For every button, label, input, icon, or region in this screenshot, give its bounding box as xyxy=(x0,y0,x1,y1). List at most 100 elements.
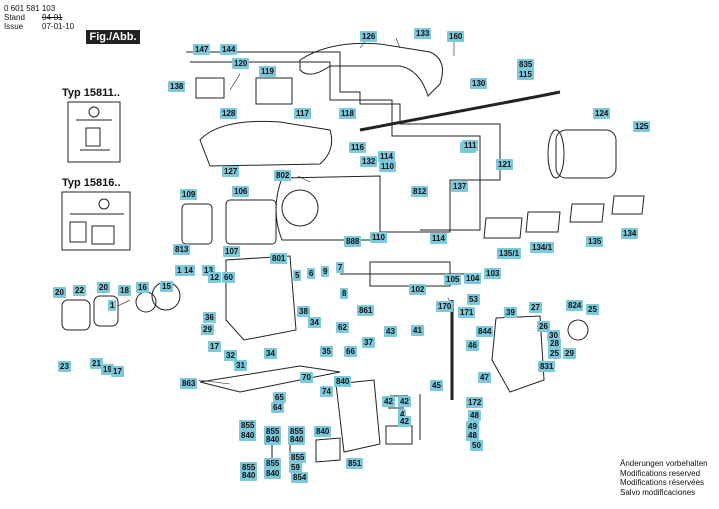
part-label: 855 xyxy=(239,420,257,431)
base-plate xyxy=(199,365,341,393)
part-label: 835 xyxy=(517,59,535,70)
part-label: 109 xyxy=(180,189,198,200)
part-label: 65 xyxy=(273,392,286,403)
part-label: 170 xyxy=(436,301,454,312)
part-label: 9 xyxy=(321,266,330,277)
switch-block xyxy=(195,77,225,99)
part-label: 27 xyxy=(529,302,542,313)
part-label: 50 xyxy=(470,440,483,451)
motor-cylinder xyxy=(555,129,617,179)
part-label: 35 xyxy=(320,346,333,357)
part-label: 110 xyxy=(379,161,396,172)
stand-value: 94-01 xyxy=(42,13,63,22)
part-label: 42 xyxy=(398,416,411,427)
side-cover xyxy=(61,299,91,331)
part-label: 812 xyxy=(411,186,429,197)
part-label: 135 xyxy=(586,236,604,247)
part-label: 20 xyxy=(53,287,66,298)
part-label: 824 xyxy=(566,300,584,311)
part-label: 4 xyxy=(398,409,407,420)
part-label: 133 xyxy=(414,28,432,39)
part-label: 12 xyxy=(208,272,221,283)
wiring-schematic-2 xyxy=(61,191,131,251)
motor-housing xyxy=(275,175,381,241)
part-label: 132 xyxy=(360,156,378,167)
part-label: 70 xyxy=(300,372,313,383)
part-label: 117 xyxy=(294,108,311,119)
handle-outline xyxy=(299,42,443,97)
part-label: 104 xyxy=(464,273,482,284)
part-label: 118 xyxy=(339,108,356,119)
part-label: 60 xyxy=(222,272,235,283)
part-label: 160 xyxy=(447,31,465,42)
part-label: 855 xyxy=(264,426,282,437)
part-label: 840 xyxy=(264,434,282,445)
part-label: 105 xyxy=(444,274,462,285)
part-label: 13 xyxy=(202,265,215,276)
part-label: 106 xyxy=(232,186,250,197)
part-label: 28 xyxy=(548,338,561,349)
part-label: 854 xyxy=(291,472,309,483)
part-label: 5 xyxy=(293,270,302,281)
part-label: 46 xyxy=(466,340,479,351)
part-label: 6 xyxy=(307,268,316,279)
part-label: 39 xyxy=(504,307,517,318)
part-label: 863 xyxy=(180,378,198,389)
label-cards xyxy=(483,195,645,239)
part-label: 29 xyxy=(563,348,576,359)
part-label: 48 xyxy=(468,410,481,421)
part-label: 74 xyxy=(320,386,333,397)
part-label: 111 xyxy=(462,140,479,151)
part-label: 840 xyxy=(288,434,306,445)
upper-housing xyxy=(199,120,333,167)
part-label: 48 xyxy=(466,430,479,441)
part-label: 120 xyxy=(232,58,250,69)
part-label: 144 xyxy=(220,44,238,55)
part-label: 18 xyxy=(118,285,131,296)
part-label: 840 xyxy=(334,376,352,387)
part-label: 861 xyxy=(357,305,375,316)
part-label: 30 xyxy=(547,330,560,341)
part-label: 36 xyxy=(203,312,216,323)
part-label: 37 xyxy=(362,337,375,348)
part-label: 47 xyxy=(478,372,491,383)
part-label: 119 xyxy=(259,66,276,77)
part-label: 102 xyxy=(409,284,427,295)
part-label: 59 xyxy=(289,462,302,473)
part-label: 125 xyxy=(633,121,651,132)
part-label: 34 xyxy=(308,317,321,328)
wiring-schematic-1 xyxy=(67,101,121,163)
fan xyxy=(181,203,213,245)
part-label: 121 xyxy=(496,159,514,170)
part-label: 42 xyxy=(382,396,395,407)
part-label: 8 xyxy=(340,288,349,299)
part-label: 103 xyxy=(484,268,502,279)
part-label: 127 xyxy=(222,166,240,177)
part-label: 1 xyxy=(108,300,117,311)
figure-label: Fig./Abb. 1 xyxy=(86,30,140,57)
type-label-1: Typ 15811.. xyxy=(62,87,120,99)
part-label: 17 xyxy=(208,341,221,352)
part-label: 31 xyxy=(234,360,247,371)
part-label: 64 xyxy=(271,402,284,413)
part-label: 43 xyxy=(384,326,397,337)
part-label: 813 xyxy=(173,244,191,255)
part-label: 7 xyxy=(336,262,345,273)
issue-value: 07-01-10 xyxy=(42,22,75,31)
part-label: 851 xyxy=(346,458,364,469)
note-es: Salvo modificaciones xyxy=(620,487,696,497)
part-label: 29 xyxy=(201,324,214,335)
part-label: 41 xyxy=(411,325,424,336)
armature xyxy=(369,261,451,287)
part-label: 19 xyxy=(101,364,114,375)
part-label: 114 xyxy=(430,233,447,244)
stand-label: Stand xyxy=(4,13,25,22)
part-label: 802 xyxy=(274,170,292,181)
part-label: 66 xyxy=(344,346,357,357)
bracket xyxy=(315,437,341,463)
part-label: 801 xyxy=(270,253,288,264)
part-label: 126 xyxy=(360,31,378,42)
part-label: 128 xyxy=(220,108,238,119)
part-label: 114 xyxy=(378,151,395,162)
